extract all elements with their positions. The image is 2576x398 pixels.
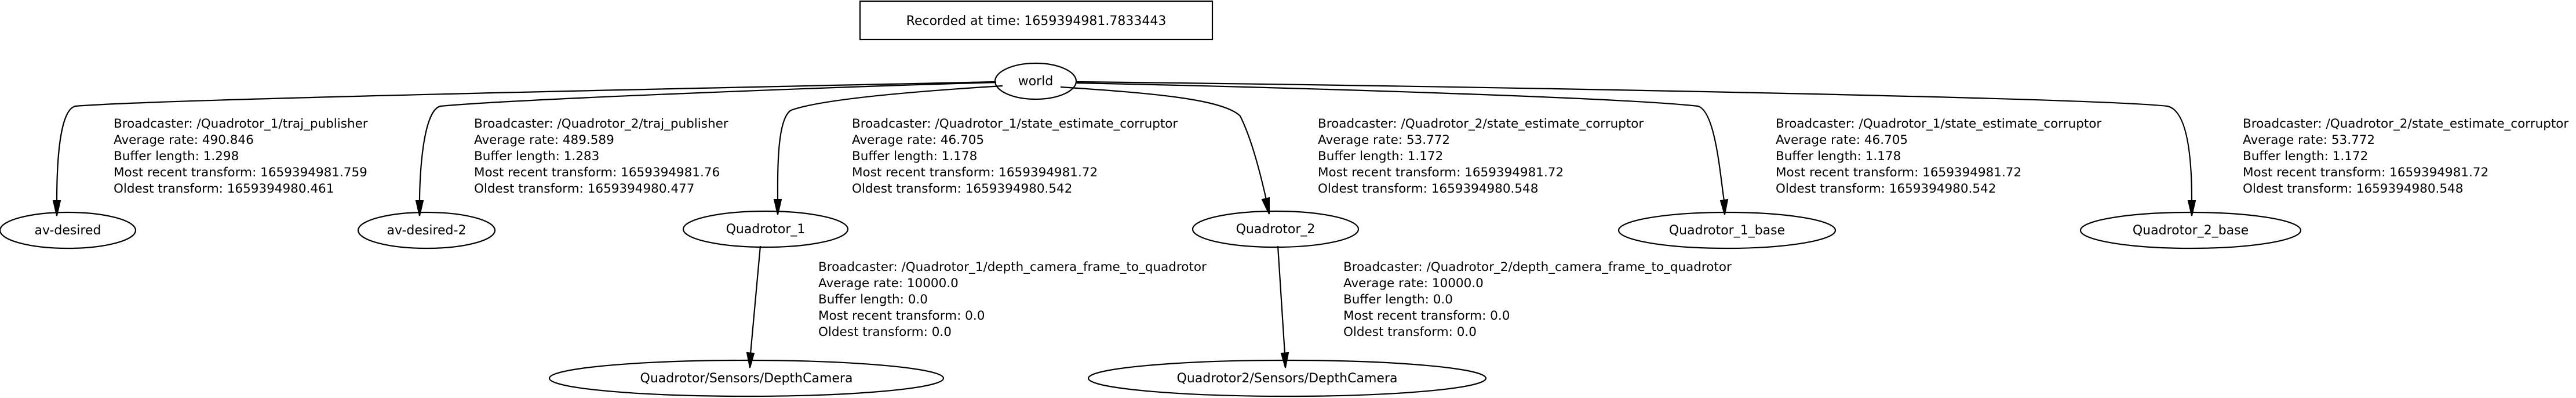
svg-text:Broadcaster: /Quadrotor_2/stat: Broadcaster: /Quadrotor_2/state_estimate… [2243, 117, 2573, 196]
node-quadrotor-1: Quadrotor_1 [682, 210, 849, 248]
edge-average-rate: Average rate: 46.705 [1776, 133, 1908, 147]
edge-most-recent: Most recent transform: 1659394981.759 [114, 165, 367, 180]
svg-text:Broadcaster: /Quadrotor_1/stat: Broadcaster: /Quadrotor_1/state_estimate… [1776, 117, 2105, 196]
edge-average-rate: Average rate: 53.772 [1318, 133, 1450, 147]
edge-average-rate: Average rate: 10000.0 [1343, 276, 1484, 291]
edge-broadcaster: Broadcaster: /Quadrotor_1/depth_camera_f… [818, 260, 1207, 274]
svg-text:Quadrotor2/Sensors/DepthCamera: Quadrotor2/Sensors/DepthCamera [1177, 371, 1398, 386]
edge-world-quadrotor-1-base: Broadcaster: /Quadrotor_1/state_estimate… [1075, 82, 2105, 215]
svg-text:Broadcaster: /Quadrotor_1/stat: Broadcaster: /Quadrotor_1/state_estimate… [852, 117, 1182, 196]
edge-oldest: Oldest transform: 1659394980.461 [114, 182, 334, 196]
node-quadrotor-1-base: Quadrotor_1_base [1617, 211, 1837, 249]
svg-text:Broadcaster: /Quadrotor_1/traj: Broadcaster: /Quadrotor_1/traj_publisher… [114, 117, 372, 196]
edge-broadcaster: Broadcaster: /Quadrotor_2/traj_publisher [474, 117, 728, 131]
edge-world-av-desired: Broadcaster: /Quadrotor_1/traj_publisher… [52, 81, 996, 216]
edge-world-quadrotor-2: Broadcaster: /Quadrotor_2/state_estimate… [1060, 86, 1648, 215]
edge-oldest: Oldest transform: 1659394980.542 [1776, 182, 1996, 196]
edge-broadcaster: Broadcaster: /Quadrotor_1/state_estimate… [852, 117, 1178, 131]
svg-text:Quadrotor_2: Quadrotor_2 [1236, 222, 1316, 237]
edge-most-recent: Most recent transform: 1659394981.72 [1776, 165, 2021, 180]
svg-text:Quadrotor_1_base: Quadrotor_1_base [1669, 223, 1785, 238]
edge-world-quadrotor-2-base: Broadcaster: /Quadrotor_2/state_estimate… [1076, 81, 2573, 216]
edge-buffer-length: Buffer length: 1.178 [1776, 149, 1901, 164]
svg-text:av-desired: av-desired [35, 223, 101, 238]
edge-broadcaster: Broadcaster: /Quadrotor_1/state_estimate… [1776, 117, 2101, 131]
svg-text:Quadrotor_1: Quadrotor_1 [726, 222, 806, 237]
node-av-desired-2: av-desired-2 [357, 211, 496, 249]
edge-average-rate: Average rate: 46.705 [852, 133, 984, 147]
edge-oldest: Oldest transform: 1659394980.548 [2243, 182, 2463, 196]
edge-broadcaster: Broadcaster: /Quadrotor_2/state_estimate… [2243, 117, 2568, 131]
edge-quadrotor-2-depth-camera: Broadcaster: /Quadrotor_2/depth_camera_f… [1277, 245, 1736, 368]
edge-buffer-length: Buffer length: 1.298 [114, 149, 239, 164]
edge-average-rate: Average rate: 53.772 [2243, 133, 2375, 147]
edge-quadrotor-1-depth-camera: Broadcaster: /Quadrotor_1/depth_camera_f… [746, 245, 1211, 368]
node-quadrotor2-depth-camera: Quadrotor2/Sensors/DepthCamera [1087, 359, 1487, 397]
edge-most-recent: Most recent transform: 0.0 [1343, 309, 1510, 323]
edge-most-recent: Most recent transform: 1659394981.76 [474, 165, 720, 180]
edge-world-av-desired-2: Broadcaster: /Quadrotor_2/traj_publisher… [415, 81, 997, 216]
edge-oldest: Oldest transform: 1659394980.542 [852, 182, 1072, 196]
edge-broadcaster: Broadcaster: /Quadrotor_1/traj_publisher [114, 117, 368, 131]
edge-oldest: Oldest transform: 1659394980.548 [1318, 182, 1538, 196]
edge-buffer-length: Buffer length: 1.172 [2243, 149, 2368, 164]
svg-text:Broadcaster: /Quadrotor_2/dept: Broadcaster: /Quadrotor_2/depth_camera_f… [1343, 260, 1736, 339]
svg-text:av-desired-2: av-desired-2 [387, 223, 467, 238]
edge-oldest: Oldest transform: 0.0 [1343, 325, 1477, 339]
svg-text:Quadrotor_2_base: Quadrotor_2_base [2133, 223, 2249, 238]
node-quadrotor-2: Quadrotor_2 [1192, 210, 1360, 248]
edge-buffer-length: Buffer length: 0.0 [818, 292, 928, 307]
edge-average-rate: Average rate: 10000.0 [818, 276, 959, 291]
edge-broadcaster: Broadcaster: /Quadrotor_2/state_estimate… [1318, 117, 1644, 131]
svg-text:Broadcaster: /Quadrotor_2/stat: Broadcaster: /Quadrotor_2/state_estimate… [1318, 117, 1648, 196]
svg-text:Broadcaster: /Quadrotor_2/traj: Broadcaster: /Quadrotor_2/traj_publisher… [474, 117, 733, 196]
edge-buffer-length: Buffer length: 1.172 [1318, 149, 1443, 164]
svg-text:world: world [1018, 74, 1054, 89]
edge-most-recent: Most recent transform: 0.0 [818, 309, 985, 323]
edge-oldest: Oldest transform: 1659394980.477 [474, 182, 694, 196]
edge-world-quadrotor-1: Broadcaster: /Quadrotor_1/state_estimate… [773, 85, 1182, 215]
edge-oldest: Oldest transform: 0.0 [818, 325, 952, 339]
edge-average-rate: Average rate: 489.589 [474, 133, 614, 147]
svg-text:Quadrotor/Sensors/DepthCamera: Quadrotor/Sensors/DepthCamera [640, 371, 853, 386]
edge-average-rate: Average rate: 490.846 [114, 133, 254, 147]
node-quadrotor-depth-camera: Quadrotor/Sensors/DepthCamera [548, 359, 945, 397]
node-av-desired: av-desired [0, 211, 137, 249]
recorded-time-label: Recorded at time: 1659394981.7833443 [906, 14, 1167, 28]
svg-text:Broadcaster: /Quadrotor_1/dept: Broadcaster: /Quadrotor_1/depth_camera_f… [818, 260, 1211, 339]
edge-most-recent: Most recent transform: 1659394981.72 [1318, 165, 1564, 180]
edge-buffer-length: Buffer length: 1.178 [852, 149, 977, 164]
edge-buffer-length: Buffer length: 0.0 [1343, 292, 1453, 307]
edge-buffer-length: Buffer length: 1.283 [474, 149, 599, 164]
node-world: world [994, 62, 1077, 100]
edge-most-recent: Most recent transform: 1659394981.72 [2243, 165, 2488, 180]
edge-most-recent: Most recent transform: 1659394981.72 [852, 165, 1098, 180]
node-quadrotor-2-base: Quadrotor_2_base [2079, 211, 2302, 249]
edge-broadcaster: Broadcaster: /Quadrotor_2/depth_camera_f… [1343, 260, 1732, 274]
recorded-time-box: Recorded at time: 1659394981.7833443 [859, 0, 1214, 41]
